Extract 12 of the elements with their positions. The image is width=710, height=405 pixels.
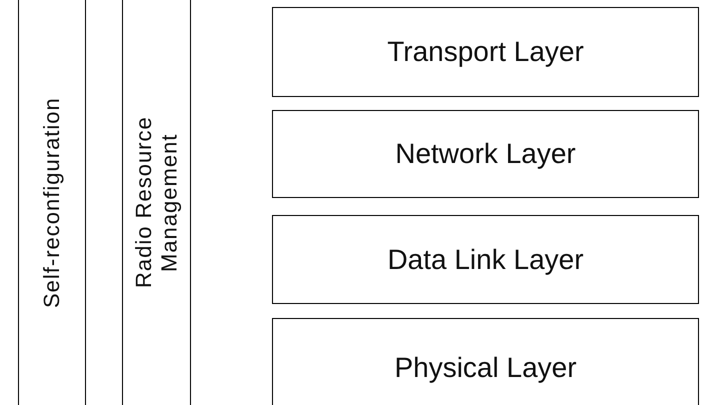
layer-label: Physical Layer [394,352,577,384]
layer-box [272,318,699,405]
layer-label: Data Link Layer [387,244,584,276]
layer-box [272,110,699,198]
band-label: Radio Resource Management [131,116,182,290]
layer-box [272,7,699,97]
vertical-band [122,0,191,405]
layer-box [272,215,699,304]
vertical-band [18,0,86,405]
band-label: Self-reconfiguration [39,96,65,310]
layer-label: Transport Layer [387,36,584,68]
layer-label: Network Layer [395,138,576,170]
